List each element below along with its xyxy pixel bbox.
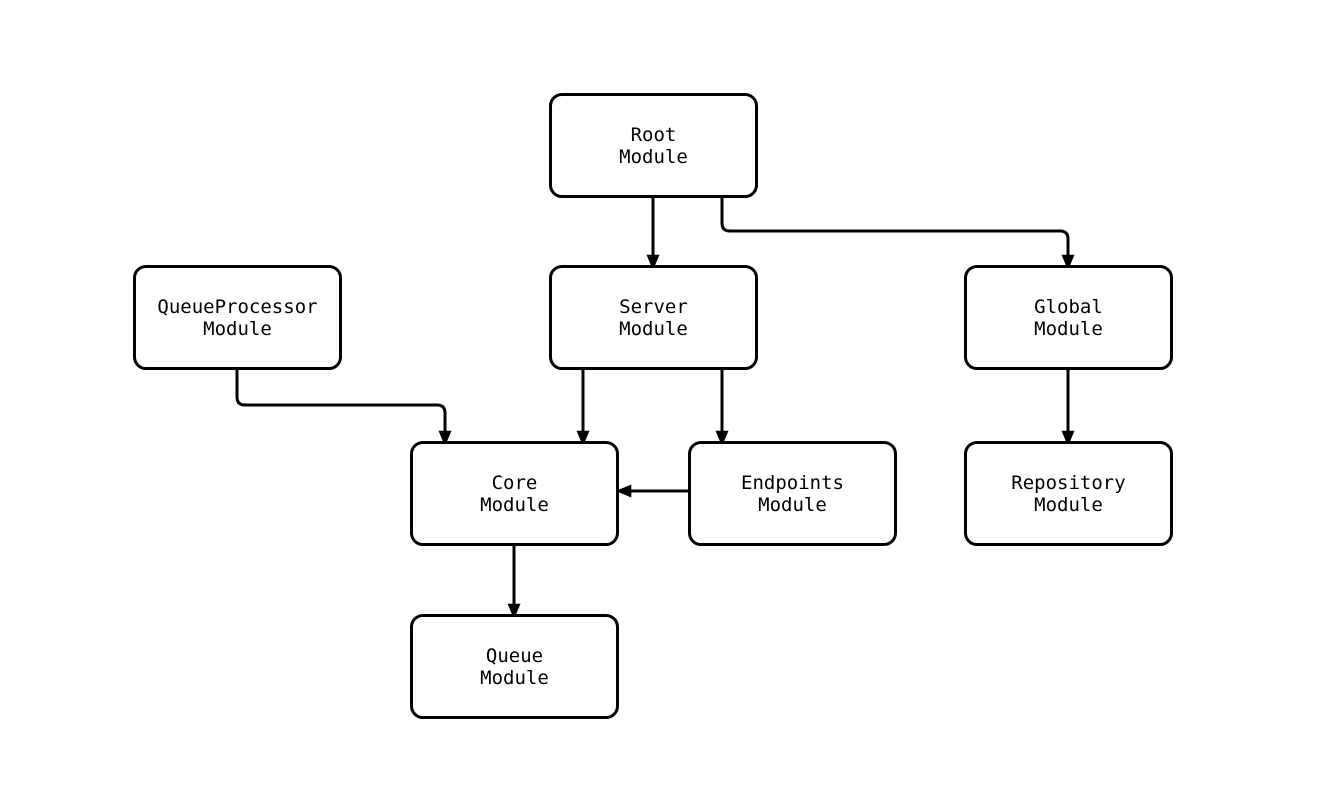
node-label-line2: Module xyxy=(1034,317,1103,340)
node-label-line2: Module xyxy=(619,145,688,168)
edge-queueprocessor-to-core xyxy=(235,370,452,447)
node-label-line1: Queue xyxy=(485,644,544,667)
node-label-line2: Module xyxy=(1034,493,1103,516)
node-label-line1: Core xyxy=(491,471,538,494)
node-label-line1: Root xyxy=(630,123,677,146)
edge-root-to-global xyxy=(720,198,1075,271)
node-label-line1: Server xyxy=(619,295,688,318)
node-label-line1: Global xyxy=(1034,295,1103,318)
node-label-line2: Module xyxy=(203,317,272,340)
node-label-line1: Endpoints xyxy=(741,471,844,494)
edge-paths xyxy=(235,198,1075,620)
node-label-line2: Module xyxy=(758,493,827,516)
node-label-line2: Module xyxy=(480,666,549,689)
node-label-line1: QueueProcessor xyxy=(157,295,318,318)
node-label-line1: Repository xyxy=(1011,471,1126,494)
node-label-line2: Module xyxy=(480,493,549,516)
node-label-line2: Module xyxy=(619,317,688,340)
